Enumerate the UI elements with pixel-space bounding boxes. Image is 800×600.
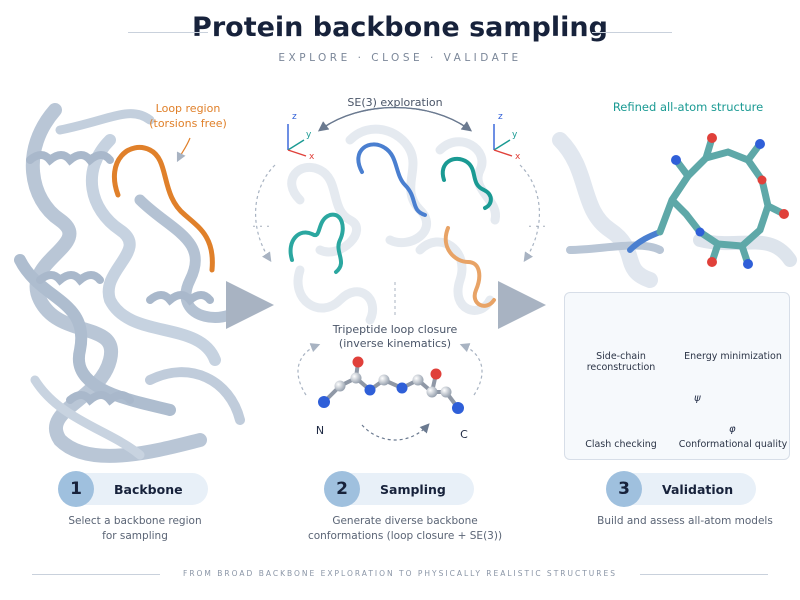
se3-label: SE(3) exploration	[347, 96, 443, 109]
axis-y-left: y	[306, 130, 312, 140]
step-1-desc-line2: for sampling	[102, 530, 168, 542]
side-arc-left	[254, 164, 276, 262]
all-atom-model	[656, 133, 789, 269]
footer-rule-right	[640, 574, 768, 575]
closure-arc-right	[459, 343, 483, 396]
title-rule-right	[592, 32, 672, 33]
closure-arc-left	[297, 343, 321, 396]
loop-region	[111, 144, 215, 273]
closure-label-line1: Tripeptide loop closure	[332, 323, 458, 336]
footer-rule-left	[32, 574, 160, 575]
axes-left	[287, 124, 307, 157]
step-1-number: 1	[58, 471, 94, 507]
se3-arc-back	[317, 106, 471, 132]
step-2-desc-line1: Generate diverse backbone	[332, 515, 478, 527]
step-3-label: Validation	[662, 482, 734, 497]
axis-x-right: x	[515, 152, 521, 162]
loop-label-line1: Loop region	[155, 102, 221, 115]
refined-structure-label: Refined all-atom structure	[612, 100, 764, 114]
validation-panel	[564, 292, 790, 460]
cell-clash-label: Clash checking	[585, 439, 657, 450]
footer-caption: FROM BROAD BACKBONE EXPLORATION TO PHYSI…	[183, 569, 617, 578]
loop-pointer	[176, 137, 191, 163]
page-title: Protein backbone sampling	[192, 12, 608, 43]
cell-sidechain-label: Side-chain reconstruction	[586, 351, 656, 373]
se3-arc	[319, 106, 473, 132]
conformation-teal-top	[440, 156, 493, 210]
cell-quality-label: Conformational quality	[678, 439, 788, 450]
conformation-blue	[356, 142, 427, 217]
conformation-teal-left	[288, 212, 345, 274]
step-2-number: 2	[324, 471, 360, 507]
backbone-ribbon	[14, 103, 256, 463]
tripeptide-model	[318, 356, 464, 414]
step-3-number: 3	[606, 471, 642, 507]
conformation-orange	[443, 226, 496, 308]
axis-z-left: z	[292, 112, 297, 122]
axis-y-right: y	[512, 130, 518, 140]
step-1-desc-line1: Select a backbone region	[68, 515, 202, 527]
c-terminus-label: C	[460, 428, 468, 441]
step-1-label: Backbone	[114, 482, 183, 497]
n-terminus-label: N	[315, 424, 325, 437]
subtitle: EXPLORE · CLOSE · VALIDATE	[278, 52, 522, 64]
axis-z-right: z	[498, 112, 503, 122]
closure-arc-bottom	[361, 423, 430, 441]
side-arc-right	[519, 164, 541, 262]
axis-x-left: x	[309, 152, 315, 162]
closure-label-line2: (inverse kinematics)	[338, 337, 452, 350]
step-2-label: Sampling	[380, 482, 446, 497]
axes-right	[493, 124, 513, 157]
ellipsis-right: · · ·	[528, 220, 546, 233]
step-2-desc-line2: conformations (loop closure + SE(3))	[307, 530, 503, 542]
title-rule-left	[128, 32, 208, 33]
psi-label: ψ	[694, 393, 701, 404]
phi-label: φ	[729, 424, 736, 435]
step-3-desc-line1: Build and assess all-atom models	[597, 515, 773, 527]
loop-label-line2: (torsions free)	[149, 117, 227, 130]
ellipsis-left: · · ·	[252, 220, 270, 233]
cell-energy-label: Energy minimization	[684, 351, 782, 362]
